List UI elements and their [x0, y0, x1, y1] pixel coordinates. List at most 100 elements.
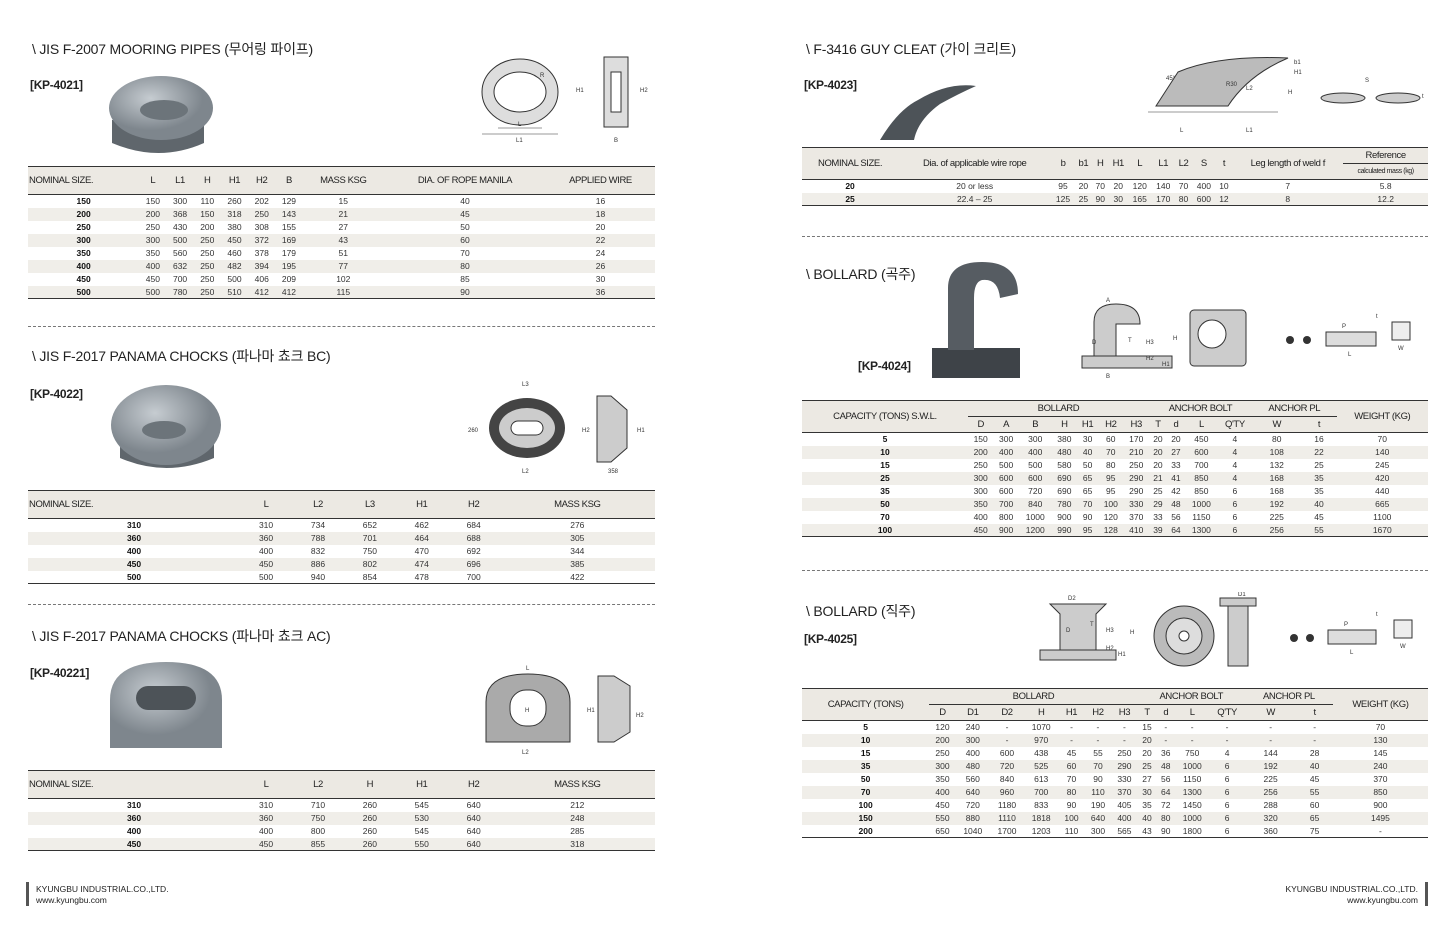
table-cell: 125: [1051, 192, 1075, 206]
table-cell: 632: [166, 259, 194, 273]
table-cell: 1200: [1018, 523, 1052, 537]
table-cell: 370: [1111, 785, 1138, 799]
table-cell: 80: [384, 259, 546, 273]
table-cell: 310: [258, 520, 274, 531]
table-cell: 970: [1024, 733, 1059, 747]
table-cell: 43: [302, 233, 385, 247]
table-cell: 840: [999, 774, 1015, 784]
table-cell: 143: [275, 207, 303, 221]
table-cell: 850: [1184, 471, 1218, 485]
section-title-bollard-curved: \ BOLLARD (곡주): [806, 266, 916, 282]
table-cell: 700: [993, 497, 1019, 511]
table-cell: 250: [145, 222, 160, 232]
table-cell: 1495: [1332, 811, 1428, 825]
table-cell: 450: [28, 837, 241, 851]
table-cell: 64: [1166, 523, 1185, 537]
table-cell: 400: [993, 445, 1019, 459]
table-cell: 20: [1113, 181, 1123, 192]
table-cell: 21: [302, 207, 385, 221]
table-cell: 56: [1171, 512, 1181, 522]
footer-url[interactable]: www.kyungbu.com: [36, 895, 107, 905]
table-cell: 318: [499, 837, 655, 851]
table-cell: 25: [1074, 192, 1092, 206]
table-cell: 470: [414, 546, 429, 556]
table-cell: 1450: [1182, 800, 1202, 810]
table-cell: 248: [499, 811, 655, 825]
table-cell: 500: [999, 460, 1014, 470]
table-cell: 65: [1077, 471, 1099, 485]
dimension-label: T: [1090, 622, 1094, 628]
dimension-label: P: [1344, 622, 1348, 628]
column-header: L: [240, 490, 292, 519]
table-cell: 900: [1057, 512, 1072, 522]
table-cell: 90: [1082, 512, 1093, 522]
table-cell: 250: [76, 222, 91, 232]
table-cell: 15: [860, 748, 871, 758]
table-cell: 480: [1051, 445, 1078, 459]
table-cell: 25: [1314, 460, 1324, 470]
table-cell: 70: [1377, 434, 1387, 445]
footer-url[interactable]: www.kyungbu.com: [1347, 895, 1418, 905]
dimension-label: H3: [1106, 628, 1114, 634]
table-cell: 200: [929, 733, 956, 747]
column-header: NOMINAL SIZE.: [802, 147, 899, 180]
table-cell: 150: [76, 196, 91, 207]
table-cell: -: [1058, 733, 1085, 747]
guy-cleat-image: [880, 85, 976, 140]
table-cell: 394: [248, 259, 276, 273]
table-cell: 696: [447, 557, 500, 571]
column-header: CAPACITY (TONS): [802, 688, 930, 721]
divider: [802, 570, 1428, 571]
table-cell: 29: [1148, 497, 1167, 511]
table-cell: 250: [193, 233, 221, 247]
table-cell: 18: [545, 207, 655, 221]
table-cell: 36: [1161, 748, 1171, 758]
table-cell: 700: [447, 570, 500, 584]
table-cell: 1800: [1175, 824, 1210, 838]
column-header: H: [193, 166, 221, 195]
table-cell: 30: [1082, 434, 1093, 445]
table-cell: 690: [1057, 486, 1072, 496]
table-cell: 400: [1018, 445, 1052, 459]
table-cell: 209: [281, 274, 297, 284]
table-cell: 701: [343, 531, 396, 545]
dimension-label: L1: [1246, 128, 1253, 134]
product-code: [KP-4021]: [30, 78, 83, 92]
table-cell: -: [1111, 733, 1138, 747]
column-header: L: [1184, 416, 1218, 433]
table-cell: -: [1225, 722, 1229, 733]
table-cell: 320: [1244, 811, 1297, 825]
dimension-label: H2: [1146, 356, 1154, 362]
table-cell: 256: [1251, 523, 1302, 537]
table-cell: 450: [145, 274, 160, 284]
column-header: B: [275, 166, 303, 195]
table-cell: 700: [1024, 785, 1059, 799]
table-cell: 1070: [1031, 722, 1051, 733]
column-header: D1: [955, 704, 990, 721]
table-cell: 700: [172, 274, 188, 284]
table-cell: 360: [28, 531, 241, 545]
dimension-label: A: [1106, 298, 1110, 304]
column-header: H2: [248, 166, 276, 195]
dimension-label: H2: [1106, 646, 1114, 652]
table-cell: 684: [466, 520, 481, 531]
column-header: WEIGHT (KG): [1336, 400, 1428, 433]
table-cell: 370: [1373, 774, 1388, 784]
table-cell: -: [1123, 722, 1126, 733]
product-code: [KP-4025]: [804, 632, 857, 646]
table-cell: 300: [172, 196, 188, 207]
table-cell: 6: [1209, 811, 1245, 825]
table-cell: 330: [1117, 774, 1132, 784]
table-cell: 8: [1232, 192, 1344, 206]
table-cell: 6: [1217, 497, 1252, 511]
table-cell: 260: [362, 800, 377, 811]
table-cell: 360: [1244, 824, 1297, 838]
table-cell: 600: [1192, 192, 1216, 206]
table-cell: 200: [967, 445, 994, 459]
table-cell: 1000: [1175, 759, 1210, 773]
table-cell: 35: [802, 759, 930, 773]
table-cell: 150: [145, 196, 160, 207]
